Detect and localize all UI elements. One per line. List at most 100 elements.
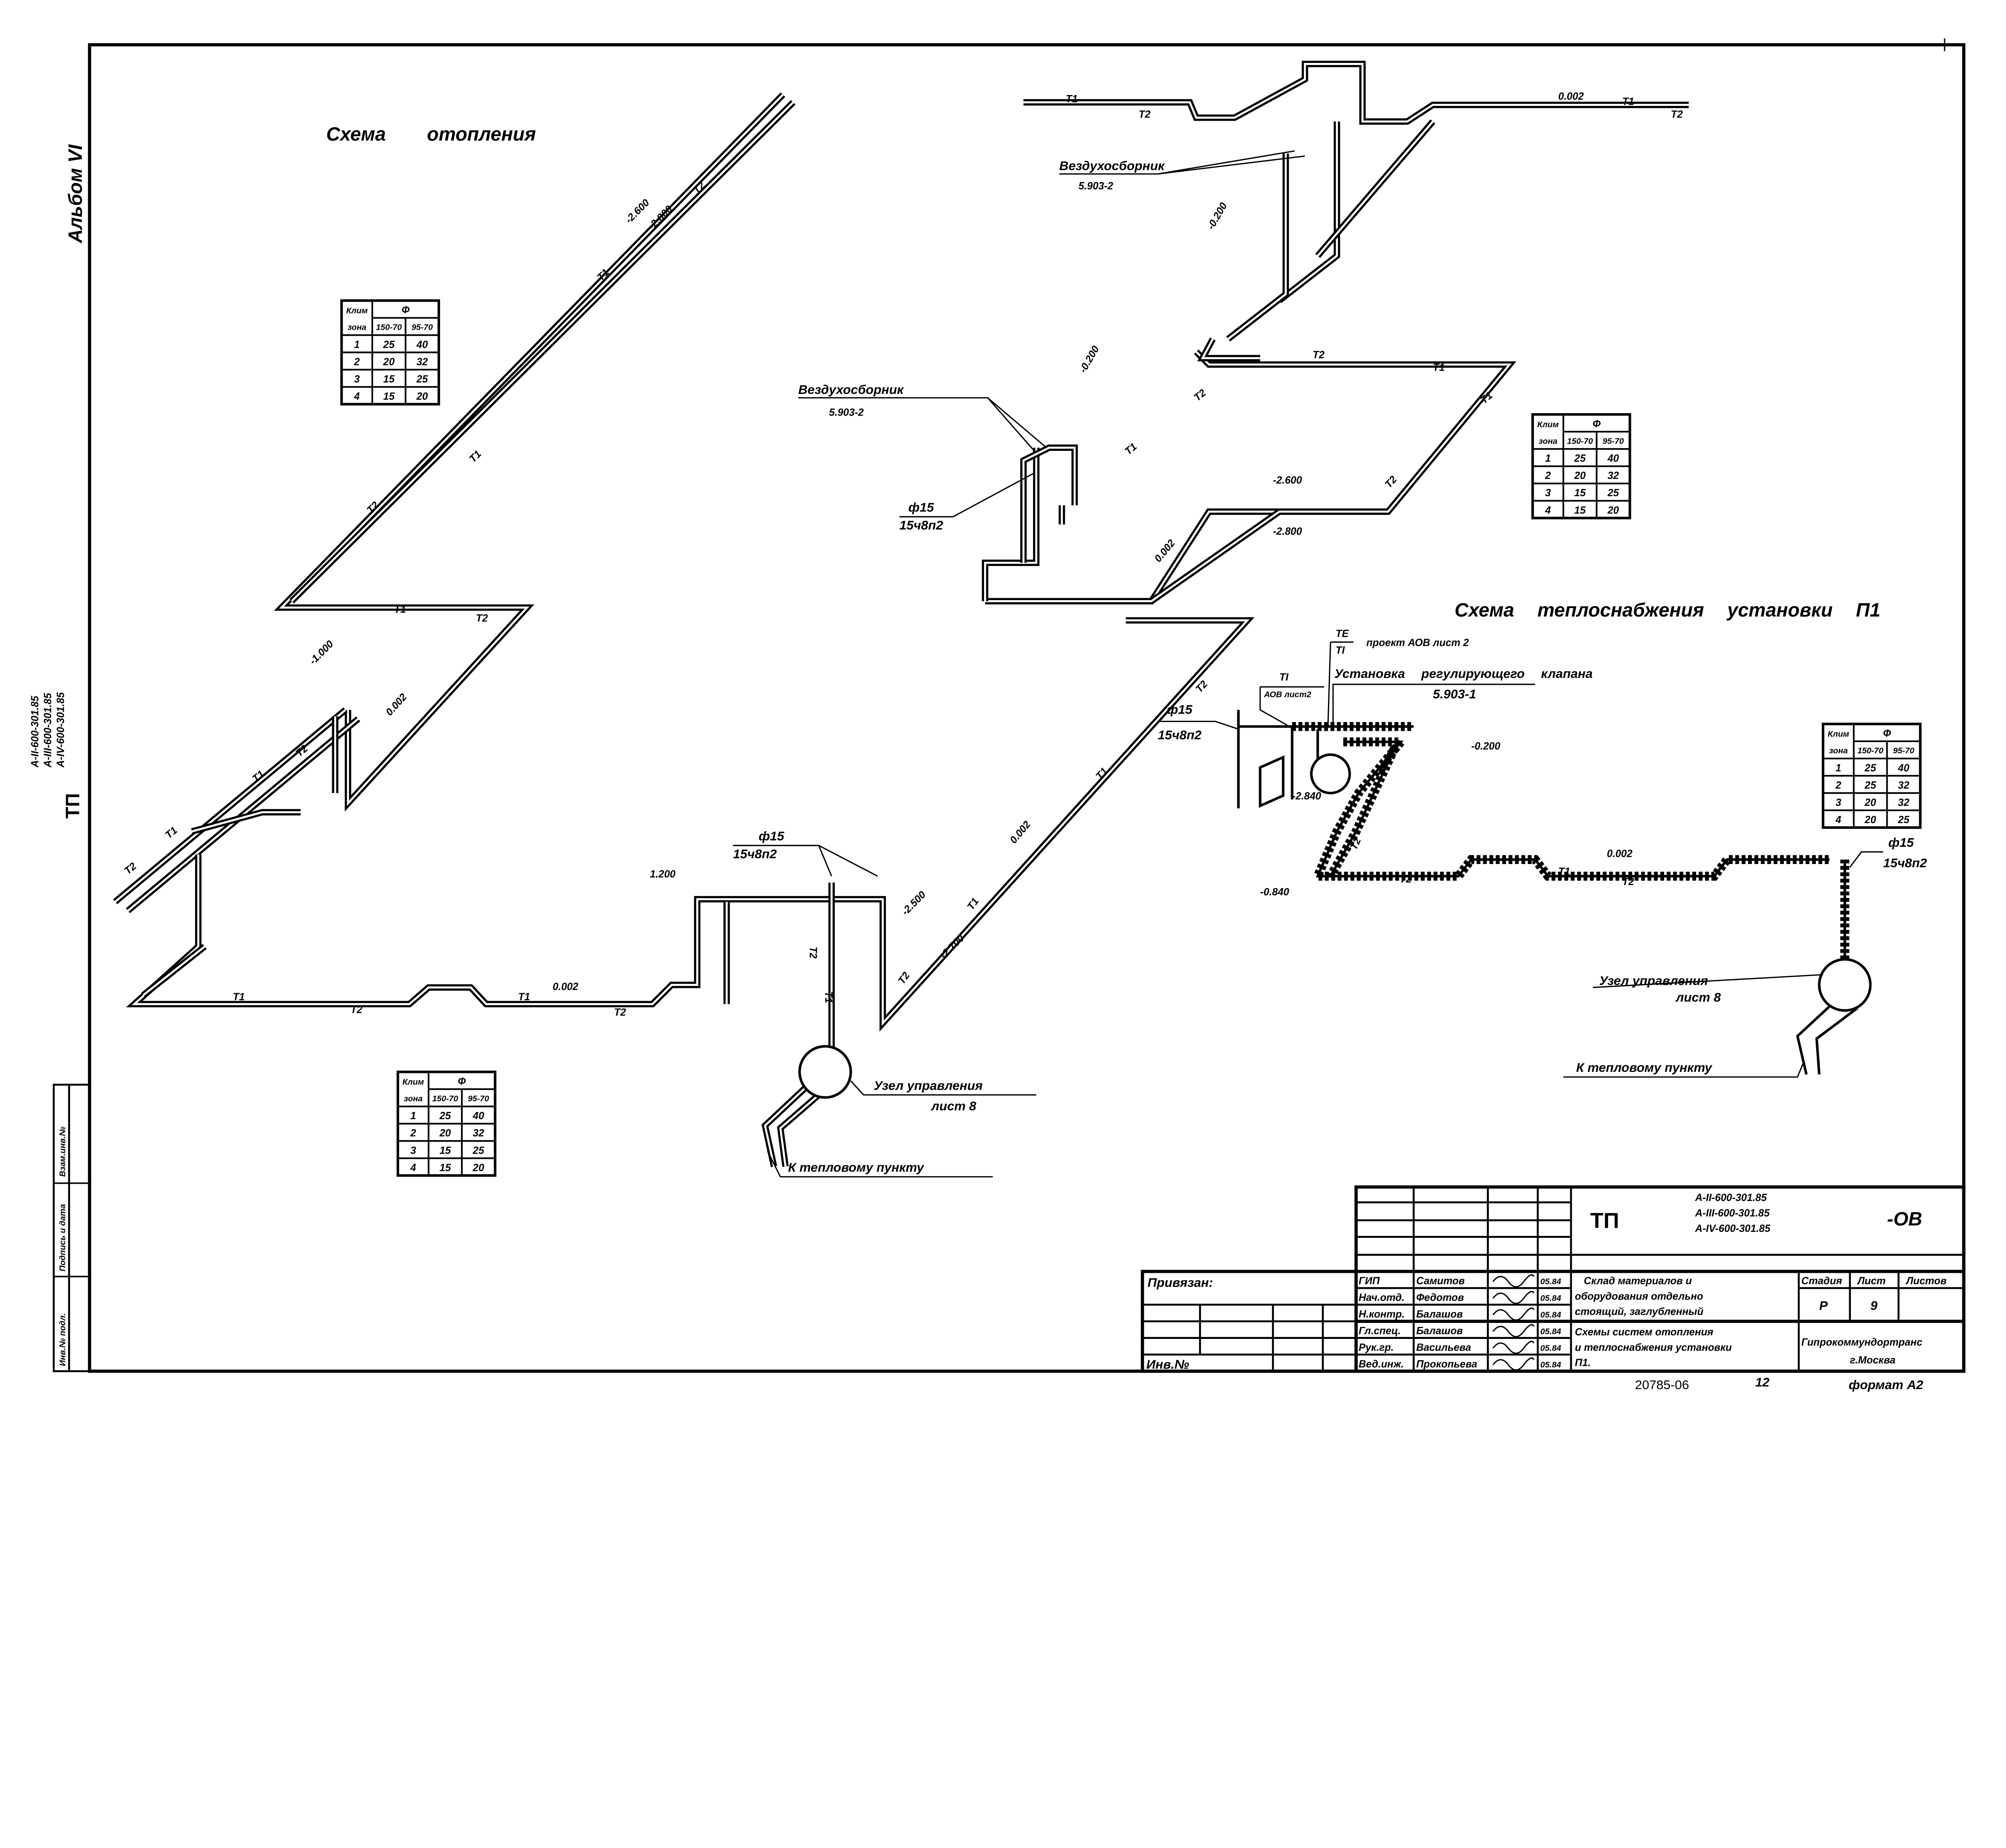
staff-role: Гл.спец. [1358,1325,1401,1337]
insulated-pipe-core [1316,740,1829,878]
valve-diameter: ф15 [1167,702,1193,716]
title-suffix: -ОВ [1887,1209,1922,1230]
staff-name: Васильева [1416,1342,1471,1353]
side-stamp-code: А-III-600-301.85 [43,693,54,768]
table-cell: 95-70 [1893,746,1914,755]
valve-code: 15ч8п2 [899,518,943,532]
air-collector-name: Вездухосборник [1059,158,1165,173]
pipe-segment [1023,61,1689,125]
aov-callout: ТЕ ТI проект АОВ лист 2 ТI АОВ лист2 Уст… [1259,628,1593,729]
table-cell: 40 [1607,453,1619,464]
table-cell: 40 [416,339,428,350]
title-block: Привязан: Инв.№ ТП А-II-600-301.85 А-III… [1141,1185,1965,1373]
table-cell: 2 [1835,780,1841,791]
te-label: ТЕ [1336,628,1349,639]
table-cell: 20 [439,1128,451,1139]
pipe-label: Т1 [965,896,981,912]
staff-role: Рук.гр. [1358,1342,1393,1353]
table-cell: 25 [1607,487,1619,499]
table-cell: 150-70 [432,1094,458,1104]
table-cell: 2 [1545,470,1551,481]
table-cell: 95-70 [412,323,433,332]
pipe-network [113,61,1689,1167]
table-cell: 20 [383,356,394,367]
elevation-mark: 0.002 [1607,848,1632,859]
table-cell: 15 [440,1145,451,1156]
table-cell: 25 [1898,814,1910,826]
table-cell: 32 [416,356,428,367]
staff-date: 05.84 [1540,1294,1561,1303]
elevation-mark: -0.200 [1077,344,1101,375]
margin-box: Взам.инв.№ Подпись и дата Инв.№ подл. [53,1083,91,1372]
signature [1492,1357,1535,1371]
pipe-segment-core [1317,121,1434,257]
margin-inv-orig: Инв.№ подл. [58,1313,67,1366]
heating-scheme-title: Схема отопления [326,124,536,145]
table-cell: 40 [472,1110,484,1122]
staff-name: Балашов [1416,1308,1463,1320]
signature [1492,1291,1535,1304]
title-code: А-II-600-301.85 [1695,1192,1767,1203]
table-cell: зона [1829,746,1848,755]
table-cell: 95-70 [468,1094,489,1104]
pipe-label: Т2 [1313,349,1325,361]
elevation-mark: -2.500 [899,889,928,917]
insulated-pipe-core [1329,748,1396,877]
table-cell: 95-70 [1603,437,1624,446]
table-cell: 20 [472,1162,484,1173]
insulated-pipe-network [1237,710,1872,1075]
pipe-segment-core [1022,446,1076,563]
pipe-segment [274,92,786,812]
pipe-segment-core [1201,338,1260,359]
pipe-label: Т1 [163,825,180,841]
supply-valve-callout: ф15 15ч8п2 [1158,702,1239,742]
table-cell: 150-70 [1858,746,1884,755]
table-cell: 32 [1898,780,1909,791]
pipe-label: Т1 [467,448,483,465]
side-stamp-code: А-IV-600-301.85 [55,692,66,768]
pipe-label: Т2 [476,613,488,624]
supply-scheme-title: Схема теплоснабжения установки П1 [1455,600,1880,621]
valve-code: 15ч8п2 [1883,856,1927,870]
pipe-segment [1226,153,1289,342]
pipe-label: Т2 [1622,876,1634,888]
control-unit-name: Узел управления [1599,973,1708,988]
table-cell: Ф [1593,418,1601,430]
object-name-line: оборудования отдельно [1575,1291,1703,1302]
pipe-segment-core [291,101,794,602]
heating-elevation-labels: -2.600-2.800-1.0000.0020.0021.200-2.500-… [307,91,1584,992]
table-cell: 4 [410,1162,416,1173]
pipe-segment-core [142,945,205,996]
stage-header: Стадия [1801,1276,1842,1287]
elevation-mark: -1.000 [307,638,336,667]
control-unit-sheet: лист 8 [1675,990,1721,1004]
table-cell: 1 [354,339,360,350]
table-cell: 20 [1574,470,1586,481]
table-cell: Клим [1827,730,1849,739]
table-cell: 20 [1864,814,1876,826]
table-cell: Клим [402,1077,424,1087]
air-collector-callout-1: Вездухосборник 5.903-2 [1059,150,1305,192]
pipe-segment-core [985,351,1512,602]
footer-format: формат А2 [1849,1377,1923,1392]
ti-label: ТI [1336,645,1345,656]
table-cell: 15 [383,391,395,402]
pipe-label: Т2 [122,860,139,877]
sheet-name-line: П1. [1575,1357,1591,1369]
table-cell: 4 [1835,814,1841,826]
staff-role: Нач.отд. [1358,1292,1404,1303]
pipe-label: Т2 [807,947,818,959]
pipe-segment-core [984,448,1038,601]
table-cell: Ф [402,304,410,316]
table-cell: 32 [473,1128,484,1139]
drawing-sheet: Альбом VI ТП А-II-600-301.85 А-III-600-3… [29,38,1965,1392]
table-cell: 25 [439,1110,451,1122]
pipe-label: Т1 [1123,441,1139,457]
staff-role: ГИП [1358,1276,1380,1287]
control-unit-symbol [1818,958,1872,1012]
pipe-label: Т1 [518,992,530,1003]
staff-date: 05.84 [1540,1277,1561,1286]
elevation-mark: 0.002 [1152,538,1177,564]
org-name: Гипрокоммундортранс [1801,1337,1923,1348]
